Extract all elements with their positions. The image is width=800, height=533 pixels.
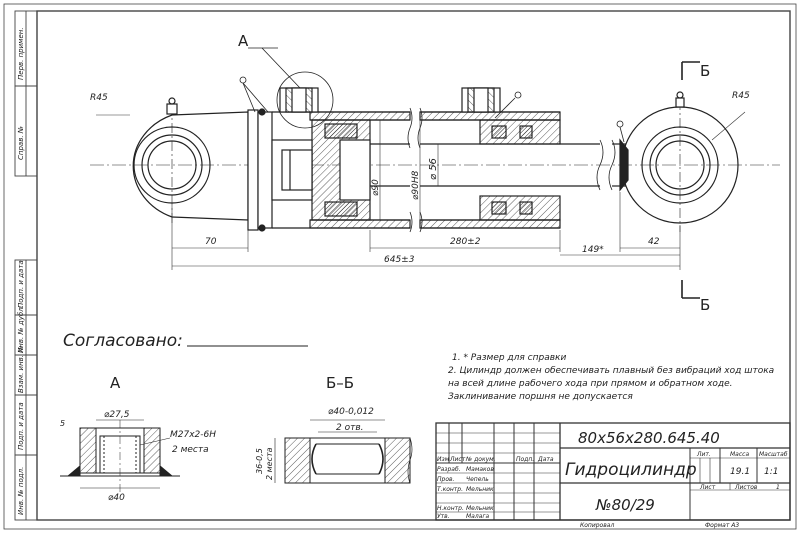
razrab: Разраб. (437, 466, 461, 473)
section-b-label-top: Б (700, 62, 710, 80)
massa-value: 19.1 (730, 467, 750, 477)
razrab-name: Мамаков (466, 466, 494, 473)
stamp-podl: Инв. № подл. (17, 467, 25, 515)
format: Формат А3 (705, 522, 739, 529)
nkontr-name: Мельник (466, 505, 494, 512)
dim-d90: ⌀90 (371, 179, 381, 196)
section-bb-d40: ⌀40-0,012 (328, 407, 374, 417)
detail-a (60, 419, 180, 495)
dim-r45-left: R45 (90, 93, 108, 103)
note-1: 1. * Размер для справки (452, 353, 566, 363)
utv: Утв. (437, 513, 450, 520)
section-bb-holes: 2 отв. (336, 423, 364, 433)
dimensions (96, 111, 746, 270)
col-izm: Изм (437, 456, 450, 463)
sheets-value: 1 (776, 484, 780, 491)
col-doc: № докум. (465, 456, 496, 463)
massa-label: Масса (730, 451, 749, 458)
dim-r45-right: R45 (732, 91, 750, 101)
copied: Копировал (580, 522, 614, 529)
designation: 80х56х280.645.40 (578, 429, 720, 447)
weld-leaders (239, 47, 625, 143)
note-2c: Заклинивание поршня не допускается (448, 392, 633, 402)
dim-d90h8: ⌀90H8 (411, 170, 421, 200)
prov: Пров. (437, 476, 455, 483)
col-data: Дата (537, 456, 554, 463)
stamp-podp2: Подп. и дата (17, 402, 25, 450)
dim-645: 645±3 (384, 255, 415, 265)
stamp-podp1: Подп. и дата (17, 260, 25, 308)
section-bb-h: 36-0,5 (255, 448, 264, 474)
dim-149: 149* (582, 245, 604, 255)
section-bb-title: Б–Б (326, 374, 354, 392)
detail-a-d275: ⌀27,5 (104, 410, 130, 420)
section-cut-b (681, 61, 700, 299)
masshtab-value: 1:1 (764, 467, 778, 477)
detail-a-5: 5 (60, 419, 65, 428)
detail-a-places: 2 места (172, 445, 209, 455)
note-2a: 2. Цилиндр должен обеспечивать плавный б… (448, 366, 774, 376)
masshtab-label: Масштаб (759, 451, 788, 458)
detail-a-d40: ⌀40 (108, 493, 125, 503)
utv-name: Малага (466, 513, 490, 520)
cylinder-assembly (90, 71, 780, 233)
stamp-vzam: Взам. инв. № (17, 345, 25, 393)
section-bb (274, 419, 413, 484)
dim-d56: ⌀ 56 (428, 158, 439, 180)
drawing-name: Гидроцилиндр (565, 460, 697, 480)
dim-42: 42 (648, 237, 660, 247)
col-podp: Подп. (516, 456, 534, 463)
nkontr: Н.контр. (437, 505, 464, 512)
detail-a-thread: M27x2-6H (170, 430, 216, 440)
agreed-label: Согласовано: (63, 331, 183, 351)
sheet-label: Лист (699, 484, 716, 491)
drawing-number: №80/29 (595, 496, 655, 514)
prov-name: Чепель (466, 476, 489, 483)
section-b-label-bottom: Б (700, 296, 710, 314)
view-a-label: А (238, 32, 249, 50)
title-block (435, 422, 791, 521)
col-list: Лист (449, 456, 466, 463)
side-stamps (14, 10, 38, 521)
sheets-label: Листов (734, 484, 758, 491)
lit-label: Лит. (696, 451, 711, 458)
stamp-sprav: Справ. № (17, 126, 25, 160)
dim-280: 280±2 (450, 237, 481, 247)
dim-70: 70 (205, 237, 217, 247)
tkontr-name: Мельник (466, 486, 494, 493)
note-2b: на всей длине рабочего хода при прямом и… (448, 379, 733, 389)
tkontr: Т.контр. (437, 486, 463, 493)
detail-a-title: А (110, 374, 121, 392)
stamp-dubl: Инв. № дубл. (17, 305, 25, 353)
stamp-perv: Перв. примен. (17, 27, 25, 80)
section-bb-places: 2 места (265, 447, 274, 480)
